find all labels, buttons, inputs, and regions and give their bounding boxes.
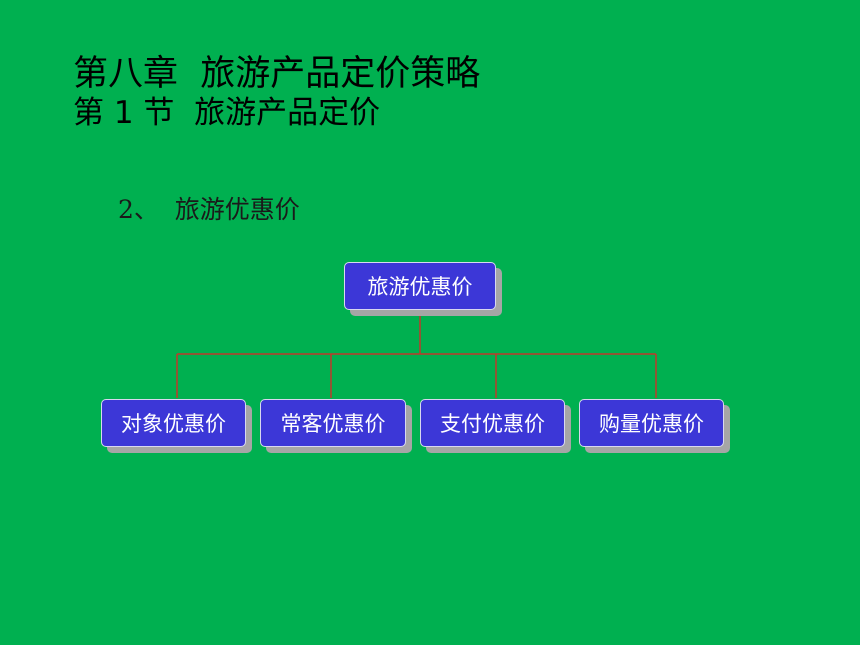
chapter-title: 第八章 旅游产品定价策略 bbox=[73, 54, 481, 94]
section-title: 第 1 节 旅游产品定价 bbox=[73, 95, 381, 132]
root-node: 旅游优惠价 bbox=[344, 262, 496, 310]
child-node-1: 对象优惠价 bbox=[101, 399, 246, 447]
child-node-2: 常客优惠价 bbox=[260, 399, 406, 447]
slide-subtitle: 2、 旅游优惠价 bbox=[118, 195, 300, 224]
child-node-4: 购量优惠价 bbox=[579, 399, 724, 447]
child-node-3: 支付优惠价 bbox=[420, 399, 565, 447]
slide-title: 第八章 旅游产品定价策略 第 1 节 旅游产品定价 bbox=[73, 54, 480, 132]
